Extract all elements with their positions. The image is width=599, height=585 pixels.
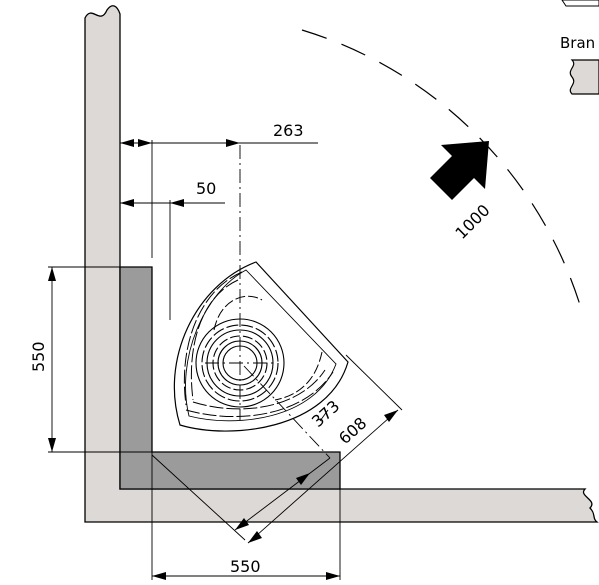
legend-label: Bran <box>560 34 595 52</box>
wall-break-icon <box>569 59 599 95</box>
dimension-arrowheads <box>48 139 398 580</box>
legend-top-swatch <box>561 0 599 7</box>
dim-608-label: 608 <box>335 413 370 448</box>
direction-arrow-icon <box>430 141 489 200</box>
wall-corner <box>84 5 599 523</box>
clearance-arc <box>301 29 581 306</box>
legend-fragment: Bran <box>560 0 599 95</box>
stove-slot-pattern <box>183 271 334 418</box>
dim-263-label: 263 <box>273 121 304 140</box>
dim-550-horizontal-label: 550 <box>230 557 261 576</box>
dim-50-label: 50 <box>196 179 216 198</box>
wall-shape <box>84 5 599 523</box>
dim-1000-label: 1000 <box>451 201 493 243</box>
dim-550-vertical-label: 550 <box>29 341 48 372</box>
centre-lines <box>205 145 331 459</box>
